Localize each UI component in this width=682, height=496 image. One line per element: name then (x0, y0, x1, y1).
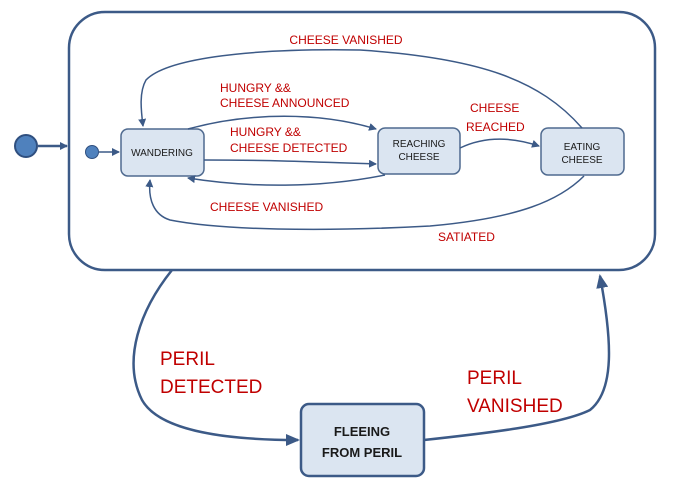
state-fleeing-from-peril: FLEEING FROM PERIL (299, 402, 426, 478)
label-detected-line1: HUNGRY && (230, 125, 301, 139)
transition-wandering-to-reaching-announced (187, 115, 377, 131)
state-eating-label-line2: CHEESE (561, 155, 602, 166)
state-fleeing-label-line1: FLEEING (334, 424, 390, 439)
outer-initial-state-dot (14, 134, 38, 158)
label-satiated: SATIATED (438, 230, 495, 244)
label-peril-detected-line1: PERIL (160, 349, 215, 370)
label-reached-line1: CHEESE (470, 101, 519, 115)
transition-eating-to-wandering-bottom (145, 175, 585, 231)
state-eating-cheese: EATING CHEESE (540, 127, 625, 176)
inner-initial-state-dot (85, 145, 99, 159)
label-announced-line1: HUNGRY && (220, 81, 291, 95)
label-eating-to-wandering-top: CHEESE VANISHED (289, 33, 402, 47)
label-detected-line2: CHEESE DETECTED (230, 141, 348, 155)
state-reaching-label-line2: CHEESE (398, 152, 439, 163)
transition-wandering-to-reaching-detected (203, 159, 377, 168)
transition-peril-detected (132, 269, 300, 446)
state-wandering-label: WANDERING (131, 148, 193, 159)
state-fleeing-label-line2: FROM PERIL (322, 445, 402, 460)
label-reaching-to-wandering: CHEESE VANISHED (210, 200, 323, 214)
state-wandering: WANDERING (120, 128, 205, 177)
state-reaching-label-line1: REACHING (393, 139, 446, 150)
transition-reaching-to-wandering (187, 174, 386, 186)
transition-eating-to-wandering-top (138, 49, 583, 129)
label-peril-vanished-line2: VANISHED (467, 396, 563, 417)
label-peril-vanished-line1: PERIL (467, 368, 522, 389)
transition-peril-vanished (423, 274, 611, 442)
label-peril-detected-line2: DETECTED (160, 377, 262, 398)
transition-reaching-to-eating (459, 138, 540, 149)
state-reaching-cheese: REACHING CHEESE (377, 127, 461, 175)
state-eating-label-line1: EATING (564, 142, 601, 153)
label-reached-line2: REACHED (466, 120, 525, 134)
label-announced-line2: CHEESE ANNOUNCED (220, 96, 350, 110)
